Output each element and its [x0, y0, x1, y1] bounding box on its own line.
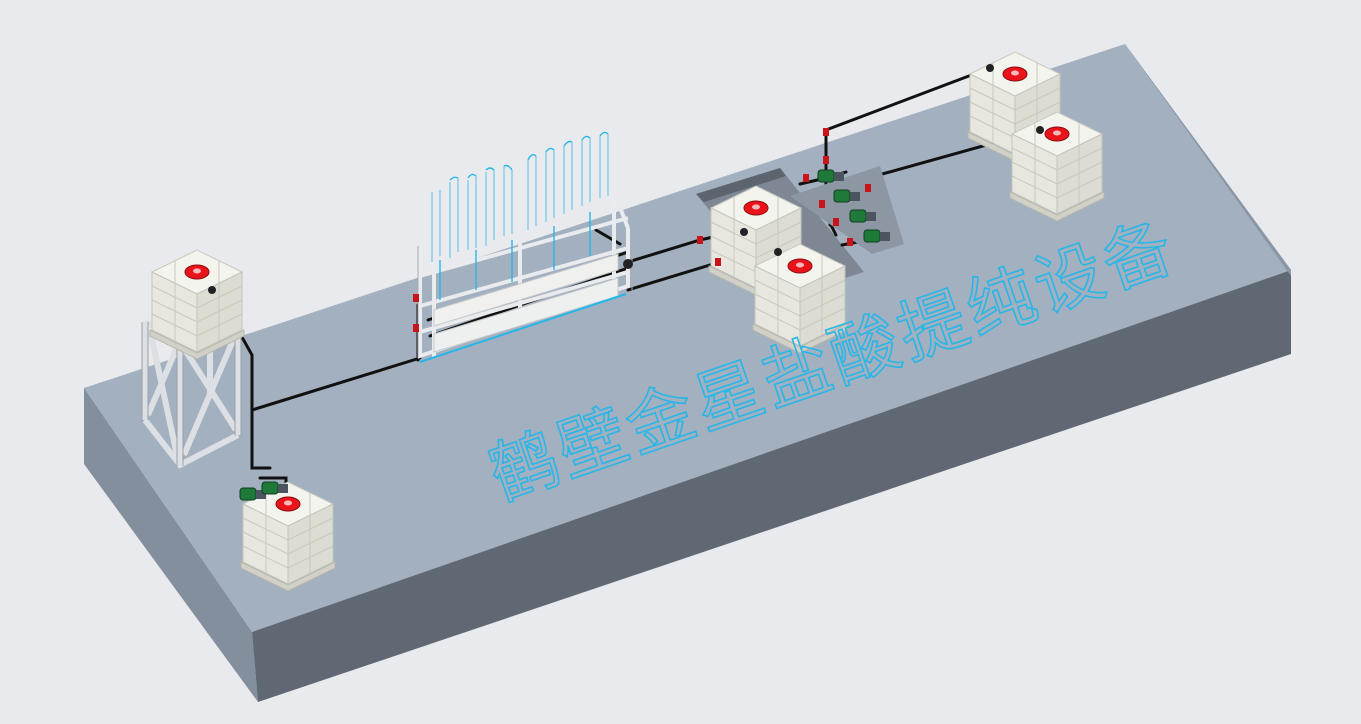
valve-icon[interactable] — [715, 258, 721, 266]
valve-icon[interactable] — [833, 218, 839, 226]
valve-icon[interactable] — [697, 236, 703, 244]
valve-icon[interactable] — [823, 156, 829, 164]
valve-icon[interactable] — [803, 174, 809, 182]
purification-rack[interactable] — [413, 131, 633, 363]
valve-icon[interactable] — [823, 128, 829, 136]
valve-icon[interactable] — [847, 238, 853, 246]
tank-support-frame-outline — [141, 322, 242, 466]
absorption-columns — [431, 134, 609, 262]
tank-far-right-front-icon[interactable] — [1009, 111, 1105, 222]
valve-icon[interactable] — [413, 324, 419, 332]
valve-icon[interactable] — [413, 294, 419, 302]
platform — [84, 44, 1291, 702]
pipe-fittings — [208, 64, 1044, 294]
pump-station[interactable] — [790, 128, 904, 254]
valve-icon[interactable] — [865, 184, 871, 192]
valve-icon[interactable] — [819, 200, 825, 208]
elevated-tank-icon[interactable] — [149, 249, 245, 360]
